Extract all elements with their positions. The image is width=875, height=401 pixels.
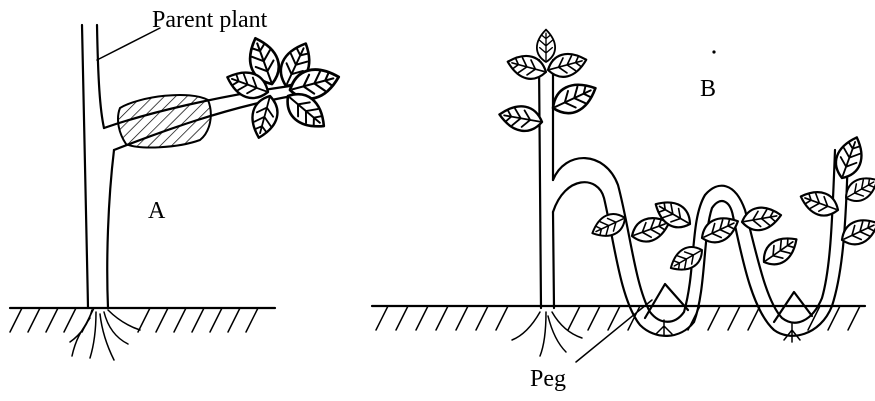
roots-b-parent <box>512 312 582 356</box>
pegs <box>645 284 812 342</box>
leaves-b-parent <box>497 30 601 134</box>
dot-mark <box>712 50 715 53</box>
label-peg: Peg <box>530 366 566 392</box>
roots-a <box>70 310 140 360</box>
parent-stem <box>82 25 114 308</box>
serpentine-branch <box>553 150 848 336</box>
peg-pointer <box>576 300 652 362</box>
figure-b: B Peg <box>372 30 875 392</box>
moss-wrapping <box>118 95 211 148</box>
parent-stem-b <box>539 60 554 308</box>
label-parent-plant: Parent plant <box>152 7 268 33</box>
ground-a <box>10 308 275 332</box>
parent-plant-pointer <box>97 28 160 60</box>
label-b: B <box>700 76 716 102</box>
label-a: A <box>148 198 166 224</box>
figure-a: Parent plant A <box>10 7 342 360</box>
